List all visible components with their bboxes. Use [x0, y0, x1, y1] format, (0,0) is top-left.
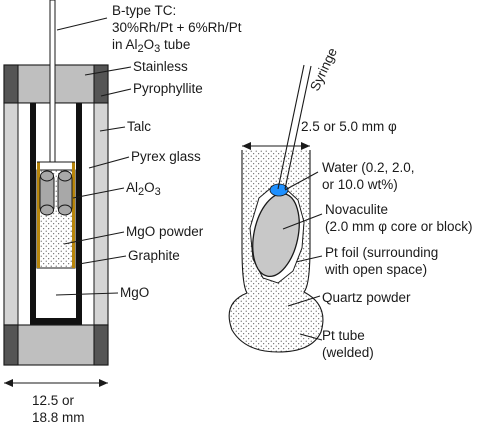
graphite-wall-left	[30, 103, 36, 325]
al2o3-sub2: 3	[155, 186, 161, 198]
tc-label-line1: B-type TC:	[112, 3, 176, 18]
label-mgo: MgO	[120, 285, 149, 300]
label-water-line2: or 10.0 wt%)	[322, 177, 398, 192]
label-quartz: Quartz powder	[322, 290, 411, 305]
left-leaders	[55, 17, 132, 296]
label-pyrex: Pyrex glass	[131, 149, 201, 164]
label-graphite: Graphite	[128, 248, 180, 263]
pt-tube-wall	[228, 150, 324, 353]
label-novaculite-line2: (2.0 mm φ core or block)	[325, 219, 473, 234]
label-pttube-line1: Pt tube	[322, 328, 365, 343]
label-width-line2: 18.8 mm	[32, 410, 85, 425]
diameter-dimension	[242, 142, 310, 150]
pyrophyllite-bottom-right	[93, 324, 109, 366]
graphite-wall-right	[76, 103, 82, 325]
label-mgo-powder: MgO powder	[126, 224, 204, 239]
al2o3-pre: Al	[126, 180, 138, 195]
thermocouple-tube	[49, 0, 56, 163]
label-diameter: 2.5 or 5.0 mm φ	[301, 119, 397, 134]
label-al2o3: Al2O3	[126, 180, 161, 198]
tc-label-pre: in Al	[112, 37, 138, 52]
stainless-cap-top	[3, 64, 109, 104]
capsule-right	[57, 170, 73, 216]
label-water-line1: Water (0.2, 2.0,	[322, 160, 415, 175]
tc-label-line2: 30%Rh/Pt + 6%Rh/Pt	[112, 20, 242, 35]
capsule-left	[39, 170, 55, 216]
pyrophyllite-bottom-left	[3, 324, 19, 366]
capsule-detail	[228, 64, 324, 353]
tc-label-line3: in Al2O3 tube	[112, 37, 190, 55]
label-width-line1: 12.5 or	[32, 393, 75, 408]
tc-label-post: tube	[160, 37, 190, 52]
label-pttube-line2: (welded)	[322, 345, 374, 360]
al2o3-sleeve-right	[72, 162, 75, 268]
syringe-needle	[277, 64, 312, 190]
cell-assembly	[3, 0, 132, 387]
pyrophyllite-top-left	[3, 64, 19, 104]
pyrophyllite-top-right	[93, 64, 109, 104]
label-ptfoil-line1: Pt foil (surrounding	[325, 245, 438, 260]
label-ptfoil-line2: with open space)	[324, 262, 427, 277]
label-talc: Talc	[127, 119, 151, 134]
label-novaculite-line1: Novaculite	[325, 202, 388, 217]
right-leaders	[282, 171, 323, 341]
tc-label-sub2: 3	[154, 43, 160, 55]
width-dimension	[4, 379, 108, 387]
tc-label-mid: O	[144, 37, 155, 52]
label-syringe: Syringe	[307, 45, 340, 93]
stainless-cap-bottom	[3, 324, 109, 366]
al2o3-sleeve-left	[37, 162, 40, 268]
al2o3-mid: O	[144, 180, 155, 195]
label-stainless: Stainless	[133, 59, 188, 74]
al2o3-sub1: 2	[138, 186, 144, 198]
label-pyrophyllite: Pyrophyllite	[133, 81, 203, 96]
graphite-bottom	[30, 318, 82, 325]
tc-label-sub1: 2	[138, 43, 144, 55]
